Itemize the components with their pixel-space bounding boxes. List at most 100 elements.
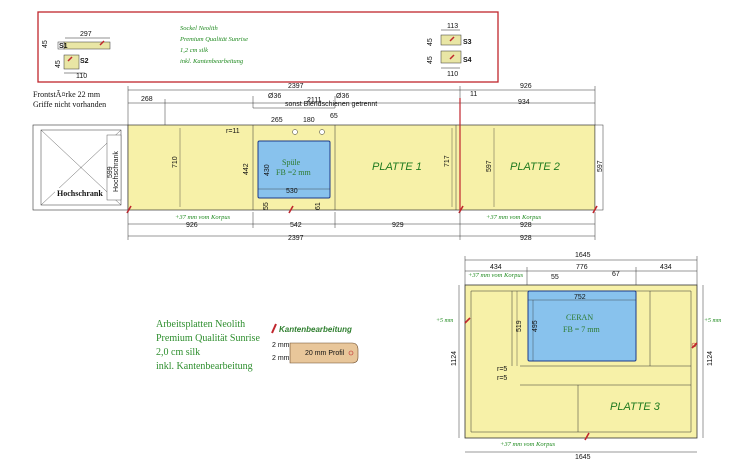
dim-180: 180	[303, 117, 315, 124]
spec-line-3: 2,0 cm silk	[156, 347, 200, 358]
sockel-line-1: Sockel Neolith	[180, 25, 218, 32]
profile-right-height-1: 45	[427, 38, 434, 46]
island-dim-top-1645: 1645	[575, 252, 591, 259]
edge-legend: Kantenbearbeitung 2 mm 2 mm 20 mm Profil	[271, 323, 359, 364]
profile-right-top-width: 113	[447, 23, 458, 30]
dim-small-61: 61	[315, 202, 322, 210]
tall-cabinet-label: Hochschrank	[57, 189, 103, 198]
island-r5-b: r=5	[497, 375, 507, 382]
profile-label-s3: S3	[463, 39, 472, 46]
island-dim-1124-left: 1124	[451, 351, 458, 366]
note-pipe: sonst Blendschienen getrennt	[285, 101, 377, 108]
island-dim-1124-right: 1124	[707, 351, 714, 366]
profile-left-height-1: 45	[42, 40, 49, 48]
dim-right-934: 934	[518, 99, 530, 106]
tap-hole-2-icon	[319, 129, 325, 135]
sockel-profile-right: 113 S3 45 S4 45 110	[427, 23, 472, 78]
dim-depth-442: 442	[243, 163, 250, 175]
sockel-line-2: Premium Qualität Sunrise	[179, 36, 248, 43]
note-thickness: FrontstÃ¤rke 22 mm	[33, 89, 101, 99]
dim-left-offset: 268	[141, 96, 153, 103]
dim-65: 65	[330, 113, 338, 120]
dim-265: 265	[271, 117, 283, 124]
bottom-dimension-lines	[127, 212, 596, 240]
profile-right-height-2: 45	[427, 56, 434, 64]
plate1-dividers	[252, 125, 457, 210]
tall-cabinet-side-label: Hochschrank	[113, 151, 120, 192]
dim-overall-top: 2397	[288, 83, 304, 90]
island-dim-519: 519	[516, 320, 523, 332]
legend-box	[37, 11, 499, 83]
profile-left-top-width: 297	[80, 31, 92, 38]
dim-bottom-929: 929	[392, 222, 404, 229]
profile-label: 20 mm Profil	[305, 350, 345, 357]
vertical-dims	[179, 128, 495, 207]
cooktop-cutout	[527, 290, 637, 362]
dim-hole-b: Ø36	[336, 93, 349, 100]
profile-left-bottom-width: 110	[76, 73, 87, 80]
cooktop-label-2: FB = 7 mm	[563, 325, 601, 334]
island-plus5-right: +5 mm	[704, 318, 722, 324]
spec-line-4: inkl. Kantenbearbeitung	[156, 361, 253, 372]
profile-mm-a: 2 mm	[272, 342, 290, 349]
island-dim-55: 55	[551, 274, 559, 281]
island-plus5-left: +5 mm	[436, 318, 454, 324]
sockel-line-3: 1,2 cm silk	[180, 47, 208, 54]
sockel-line-4: inkl. Kantenbearbeitung	[180, 58, 244, 65]
dim-small-11: 11	[470, 91, 477, 98]
edge-marks-top	[126, 98, 598, 214]
island-side-dims	[458, 285, 704, 438]
dim-hole-a: Ø36	[268, 93, 281, 100]
dim-r11: r=11	[226, 128, 240, 135]
sink-label-2: FB =2 mm	[276, 168, 312, 177]
plate-3-label: PLATTE 3	[610, 401, 661, 413]
note-handles: Griffe nicht vorhanden	[33, 100, 106, 109]
dim-small-55: 55	[263, 202, 270, 210]
island-korpus-bottom: +37 mm vom Korpus	[500, 441, 556, 448]
island-dim-bottom-1645: 1645	[575, 454, 591, 461]
sockel-profile-left: 297 S1 45 S2 45 110	[42, 31, 111, 80]
island-dim-495: 495	[532, 320, 539, 332]
countertop-end	[594, 124, 604, 211]
cooktop-label-1: CERAN	[566, 313, 593, 322]
dim-overall-bottom-right: 928	[520, 235, 532, 242]
countertop-plate-2	[459, 124, 596, 211]
dim-between-holes: 2111	[307, 97, 322, 104]
edge-legend-title: Kantenbearbeitung	[279, 325, 352, 334]
island-dim-776: 776	[576, 264, 588, 271]
island-korpus-top: +37 mm vom Korpus	[468, 272, 524, 279]
island-top-dims	[464, 256, 698, 285]
profile-label-s2: S2	[80, 58, 89, 65]
profile-left-height-2: 45	[55, 60, 62, 68]
dim-overall-bottom: 2397	[288, 235, 304, 242]
sink-cutout	[257, 140, 331, 199]
island-cooktop-width: 752	[574, 294, 586, 301]
profile-label-s1: S1	[59, 43, 68, 50]
island-r5-a: r=5	[497, 366, 507, 373]
dim-depth-597b: 597	[597, 160, 604, 172]
dim-depth-597: 597	[486, 160, 493, 172]
dim-depth-717: 717	[444, 155, 451, 167]
dim-sink-width: 530	[286, 188, 298, 195]
profile-right-bottom-width: 110	[447, 71, 458, 78]
korpus-note-right: +37 mm vom Korpus	[486, 214, 542, 221]
island-dim-67: 67	[612, 271, 620, 278]
plate-2-label: PLATTE 2	[510, 161, 560, 173]
dim-depth-710: 710	[172, 156, 179, 168]
profile-label-s4: S4	[463, 57, 472, 64]
korpus-note-left: +37 mm vom Korpus	[175, 214, 231, 221]
dim-top-right: 926	[520, 83, 532, 90]
spec-line-1: Arbeitsplatten Neolith	[156, 319, 245, 330]
plate-1-label: PLATTE 1	[372, 161, 422, 173]
island-dim-434-right: 434	[660, 264, 672, 271]
profile-mm-b: 2 mm	[272, 355, 290, 362]
dim-depth-599: 599	[107, 166, 114, 178]
dim-bottom-926: 926	[186, 222, 198, 229]
spec-line-2: Premium Qualität Sunrise	[156, 333, 260, 344]
dim-bottom-928: 928	[520, 222, 532, 229]
edge-marks-island	[464, 317, 698, 441]
dim-depth-430: 430	[264, 164, 271, 176]
tall-cabinet: Hochschrank Hochschrank 599	[32, 124, 129, 211]
sink-label-1: Spüle	[282, 158, 301, 167]
